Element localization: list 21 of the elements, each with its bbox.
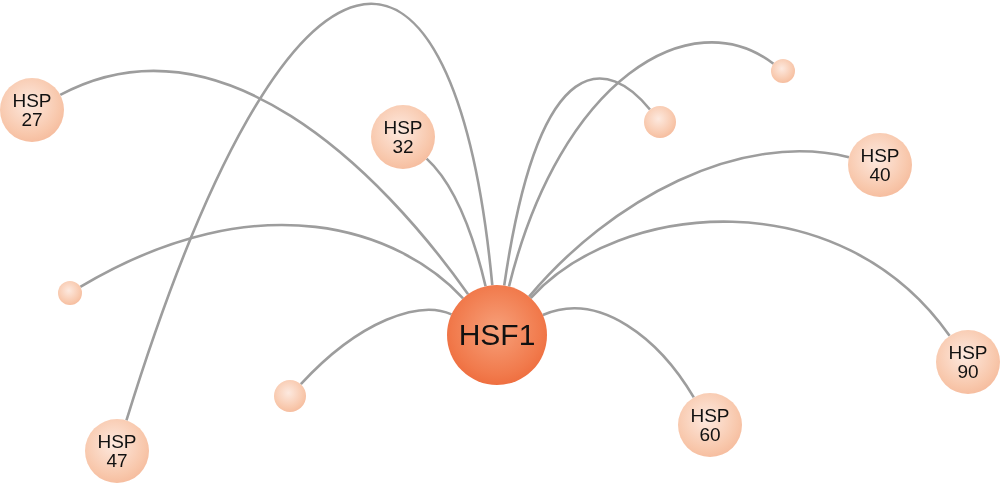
connector-line bbox=[502, 77, 651, 286]
circle-node bbox=[58, 281, 82, 305]
node-label: HSP 27 bbox=[11, 91, 53, 129]
node-label: HSP 90 bbox=[947, 343, 989, 381]
connector-line bbox=[79, 223, 464, 300]
circle-node bbox=[644, 106, 676, 138]
node-label: HSP 47 bbox=[96, 432, 138, 470]
connector-line bbox=[125, 4, 494, 421]
node-label: HSP 32 bbox=[382, 118, 424, 156]
connector-line bbox=[299, 308, 452, 386]
node-label: HSP 60 bbox=[689, 406, 731, 444]
connector-line bbox=[425, 157, 487, 287]
node-label: HSP 40 bbox=[859, 146, 901, 184]
node-label: HSF1 bbox=[457, 320, 537, 350]
connector-line bbox=[507, 41, 775, 287]
circle-node bbox=[771, 59, 795, 83]
circle-node bbox=[274, 380, 306, 412]
connector-line bbox=[528, 150, 850, 298]
connector-line bbox=[59, 70, 470, 295]
connector-line bbox=[529, 220, 951, 337]
connector-line bbox=[542, 307, 695, 399]
